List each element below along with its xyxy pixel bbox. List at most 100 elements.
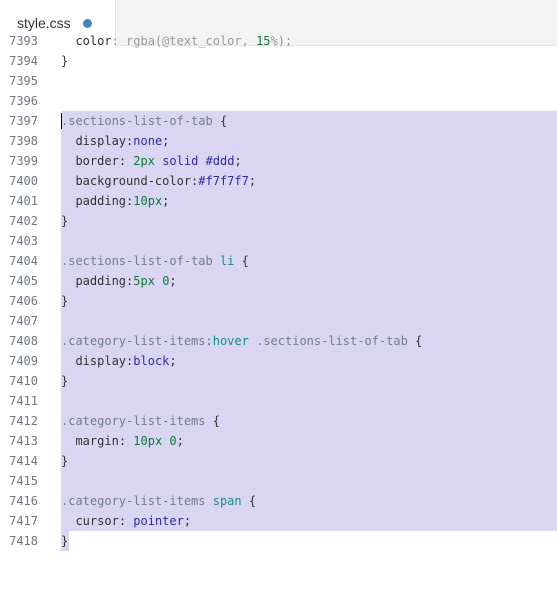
code-line[interactable]: 7412 .category-list-items { — [0, 411, 557, 431]
selection-highlight — [61, 471, 557, 491]
code-line[interactable]: 7397 .sections-list-of-tab { — [0, 111, 557, 131]
code-line[interactable]: 7403 — [0, 231, 557, 251]
code-line[interactable]: 7393 color: rgba(@text_color, 15%); — [0, 34, 557, 51]
selection-highlight — [61, 511, 557, 531]
line-number: 7417 — [9, 514, 38, 528]
line-number: 7414 — [9, 454, 38, 468]
selection-highlight — [61, 311, 557, 331]
editor-tab-bar: style.css — [0, 0, 557, 46]
code-line[interactable]: 7395 — [0, 71, 557, 91]
code-text: .sections-list-of-tab li { — [61, 254, 249, 268]
tab-style-css[interactable]: style.css — [0, 0, 116, 46]
code-text: margin: 10px 0; — [75, 434, 184, 448]
line-number: 7399 — [9, 154, 38, 168]
code-line[interactable]: 7405 padding:5px 0; — [0, 271, 557, 291]
code-line[interactable]: 7415 — [0, 471, 557, 491]
line-number: 7400 — [9, 174, 38, 188]
line-number: 7408 — [9, 334, 38, 348]
selection-highlight — [61, 331, 557, 351]
selection-highlight — [61, 491, 557, 511]
line-number: 7409 — [9, 354, 38, 368]
unsaved-dot-icon[interactable] — [82, 18, 92, 28]
selection-highlight — [61, 271, 557, 291]
line-number: 7395 — [9, 74, 38, 88]
code-text: .category-list-items:hover .sections-lis… — [61, 334, 423, 348]
code-line[interactable]: 7411 — [0, 391, 557, 411]
line-number: 7416 — [9, 494, 38, 508]
code-text: padding:5px 0; — [75, 274, 177, 288]
code-editor[interactable]: 7393 color: rgba(@text_color, 15%);7394}… — [0, 34, 557, 595]
line-number: 7413 — [9, 434, 38, 448]
line-number: 7404 — [9, 254, 38, 268]
code-line[interactable]: 7414} — [0, 451, 557, 471]
selection-highlight — [61, 171, 557, 191]
code-line[interactable]: 7406} — [0, 291, 557, 311]
selection-highlight — [61, 231, 557, 251]
code-text: } — [61, 454, 69, 468]
line-number: 7396 — [9, 94, 38, 108]
code-line[interactable]: 7394} — [0, 51, 557, 71]
line-number: 7393 — [9, 34, 38, 48]
code-text: cursor: pointer; — [75, 514, 192, 528]
code-text: border: 2px solid #ddd; — [75, 154, 242, 168]
line-number: 7418 — [9, 534, 38, 548]
selection-highlight — [61, 191, 557, 211]
code-line[interactable]: 7407 — [0, 311, 557, 331]
code-line[interactable]: 7413 margin: 10px 0; — [0, 431, 557, 451]
selection-highlight — [61, 371, 557, 391]
code-text: } — [61, 294, 69, 308]
code-text: color: rgba(@text_color, 15%); — [75, 34, 293, 48]
code-line[interactable]: 7398 display:none; — [0, 131, 557, 151]
code-text: padding:10px; — [75, 194, 170, 208]
line-number: 7410 — [9, 374, 38, 388]
code-line[interactable]: 7399 border: 2px solid #ddd; — [0, 151, 557, 171]
line-number: 7402 — [9, 214, 38, 228]
text-cursor — [61, 113, 62, 129]
line-number: 7405 — [9, 274, 38, 288]
code-line[interactable]: 7408 .category-list-items:hover .sections… — [0, 331, 557, 351]
code-text: } — [61, 534, 69, 548]
selection-highlight — [61, 251, 557, 271]
line-number: 7406 — [9, 294, 38, 308]
tab-filename: style.css — [17, 15, 71, 31]
code-text: } — [61, 54, 69, 68]
code-line[interactable]: 7404 .sections-list-of-tab li { — [0, 251, 557, 271]
code-text: display:none; — [75, 134, 170, 148]
selection-highlight — [61, 411, 557, 431]
line-number: 7398 — [9, 134, 38, 148]
line-number: 7401 — [9, 194, 38, 208]
selection-highlight — [61, 211, 557, 231]
code-text: } — [61, 374, 69, 388]
selection-highlight — [61, 111, 557, 131]
code-text: } — [61, 214, 69, 228]
code-text: display:block; — [75, 354, 177, 368]
code-line[interactable]: 7402} — [0, 211, 557, 231]
code-line[interactable]: 7410} — [0, 371, 557, 391]
line-number: 7394 — [9, 54, 38, 68]
line-number: 7415 — [9, 474, 38, 488]
code-text: .category-list-items span { — [61, 494, 257, 508]
line-number: 7412 — [9, 414, 38, 428]
selection-highlight — [61, 391, 557, 411]
code-text: .category-list-items { — [61, 414, 220, 428]
code-line[interactable]: 7416 .category-list-items span { — [0, 491, 557, 511]
code-line[interactable]: 7400 background-color:#f7f7f7; — [0, 171, 557, 191]
code-text: background-color:#f7f7f7; — [75, 174, 257, 188]
code-line[interactable]: 7409 display:block; — [0, 351, 557, 371]
code-text: .sections-list-of-tab { — [61, 114, 228, 128]
line-number: 7397 — [9, 114, 38, 128]
selection-highlight — [61, 531, 69, 551]
selection-highlight — [61, 151, 557, 171]
selection-highlight — [61, 291, 557, 311]
line-number: 7407 — [9, 314, 38, 328]
selection-highlight — [61, 351, 557, 371]
line-number: 7411 — [9, 394, 38, 408]
code-line[interactable]: 7396 — [0, 91, 557, 111]
selection-highlight — [61, 131, 557, 151]
code-line[interactable]: 7417 cursor: pointer; — [0, 511, 557, 531]
selection-highlight — [61, 451, 557, 471]
code-line[interactable]: 7418} — [0, 531, 557, 551]
selection-highlight — [61, 431, 557, 451]
line-number: 7403 — [9, 234, 38, 248]
code-line[interactable]: 7401 padding:10px; — [0, 191, 557, 211]
